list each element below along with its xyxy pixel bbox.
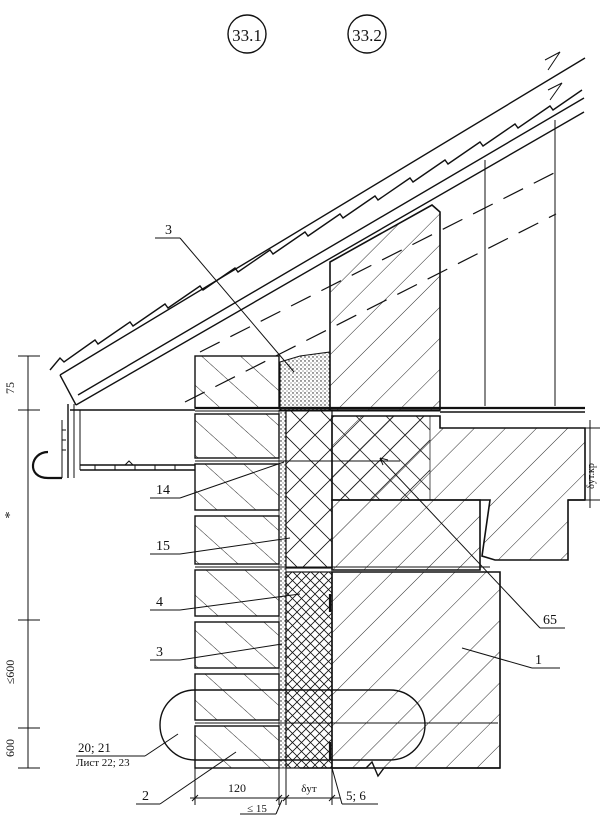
brick-facing [194, 355, 280, 769]
section-marker-1: 33.1 [227, 14, 267, 54]
dim-delta-utkr: δут.кр [586, 463, 597, 489]
rafter-support-block [329, 204, 441, 411]
dim-star: * [3, 512, 18, 519]
floor-slab [331, 415, 586, 561]
dim-120: 120 [228, 781, 246, 795]
leader-14: 14 [150, 461, 285, 499]
reinforcement [195, 410, 498, 724]
dim-delta-ut: δут [301, 783, 317, 795]
label-5-6: 5; 6 [346, 788, 366, 803]
label-65: 65 [543, 613, 557, 628]
label-2: 2 [142, 789, 149, 804]
left-dimension-line [18, 355, 40, 769]
label-3-top: 3 [165, 223, 172, 238]
bottom-dimension-line [190, 768, 340, 805]
label-15: 15 [156, 539, 170, 554]
label-14: 14 [156, 483, 170, 498]
dim-le600: ≤600 [3, 660, 17, 685]
insulation-layer [285, 409, 333, 769]
roof-covering [49, 51, 586, 406]
dim-le15: ≤ 15 [247, 803, 267, 815]
section-marker-2-label: 33.2 [352, 26, 382, 45]
bottom-break-line [300, 760, 500, 778]
dim-75: 75 [3, 382, 17, 394]
gutter [31, 420, 66, 480]
leader-4: 4 [150, 593, 301, 611]
leader-2: 2 [136, 751, 237, 805]
right-dimension-line [575, 420, 600, 508]
label-3-lower: 3 [156, 645, 163, 660]
section-marker-1-label: 33.1 [232, 26, 262, 45]
inner-wall [331, 499, 501, 769]
detail-callout-outline [159, 689, 426, 761]
label-1: 1 [535, 653, 542, 668]
roof-insulation-fill [279, 351, 331, 411]
leader-5-6: 5; 6 [331, 767, 378, 805]
leader-3-top: 3 [155, 223, 295, 373]
label-20-21: 20; 21 [78, 740, 111, 755]
leader-15: 15 [150, 537, 291, 555]
label-4: 4 [156, 595, 163, 610]
section-marker-2: 33.2 [347, 14, 387, 54]
leader-20-21: 20; 21 Лист 22; 23 [76, 733, 179, 769]
soffit [67, 404, 195, 478]
leader-65: 65 [379, 457, 565, 629]
leader-1: 1 [461, 647, 560, 669]
label-sheet-ref: Лист 22; 23 [76, 757, 130, 769]
dim-600: 600 [3, 739, 17, 757]
leader-3-lower: 3 [150, 643, 283, 661]
